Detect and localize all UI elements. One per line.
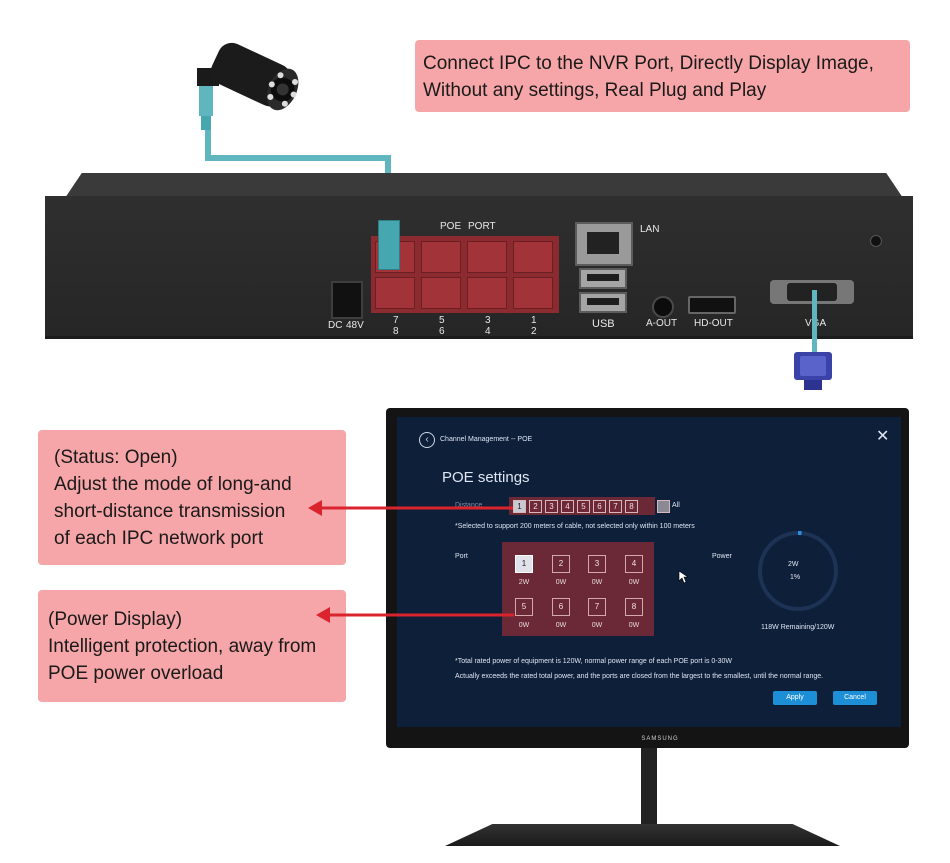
camera-cable <box>205 106 211 161</box>
arrow-power-icon <box>316 607 514 623</box>
poe-port-watt: 0W <box>628 579 640 586</box>
port-number: 4 <box>485 326 491 337</box>
poe-port-cell[interactable]: 1 <box>515 555 533 573</box>
callout-status: (Status: Open) Adjust the mode of long-a… <box>38 430 346 565</box>
voltage-label: 48V <box>346 320 364 331</box>
poe-port <box>513 277 553 309</box>
aout-label: A-OUT <box>646 318 678 329</box>
poe-port <box>513 241 553 273</box>
callout-line: (Status: Open) <box>54 447 178 468</box>
callout-line: (Power Display) <box>48 609 183 630</box>
poe-port-cell[interactable]: 7 <box>588 598 606 616</box>
port-label: PORT <box>468 221 496 232</box>
nvr-top-cover <box>65 173 903 198</box>
channel-checkbox[interactable]: 3 <box>545 500 558 513</box>
monitor-brand: SAMSUNG <box>641 736 679 742</box>
usb-port <box>579 268 627 289</box>
poe-port-watt: 0W <box>555 622 567 629</box>
poe-port-watt: 2W <box>518 579 530 586</box>
channel-checkbox[interactable]: 7 <box>609 500 622 513</box>
callout-line: Connect IPC to the NVR Port, Directly Di… <box>423 53 874 74</box>
monitor-stand-base <box>445 824 840 846</box>
port-number: 3 <box>485 315 491 326</box>
callout-line: short-distance transmission <box>54 501 286 522</box>
distance-note: *Selected to support 200 meters of cable… <box>455 523 695 530</box>
port-number: 8 <box>393 326 399 337</box>
power-button-icon <box>870 235 882 247</box>
power-value: 2W <box>788 561 799 568</box>
hdmi-port <box>688 296 736 314</box>
port-number: 2 <box>531 326 537 337</box>
all-label: All <box>672 502 680 509</box>
ip-camera-icon <box>197 42 299 130</box>
poe-label: POE <box>440 221 462 232</box>
channel-checkbox[interactable]: 8 <box>625 500 638 513</box>
page-title: POE settings <box>442 469 530 486</box>
usb-port <box>579 292 627 313</box>
port-section-label: Port <box>455 553 468 560</box>
breadcrumb: Channel Management -- POE <box>440 436 533 443</box>
poe-port-cell[interactable]: 3 <box>588 555 606 573</box>
channel-checkbox[interactable]: 5 <box>577 500 590 513</box>
cancel-button[interactable]: Cancel <box>833 691 877 705</box>
channel-checkbox[interactable]: 2 <box>529 500 542 513</box>
callout-line: POE power overload <box>48 663 224 684</box>
poe-port-watt: 0W <box>555 579 567 586</box>
poe-port-cell[interactable]: 5 <box>515 598 533 616</box>
poe-port-watt: 0W <box>628 622 640 629</box>
callout-line: Intelligent protection, away from <box>48 636 317 657</box>
channel-checkbox[interactable]: 6 <box>593 500 606 513</box>
channel-checkbox[interactable]: 1 <box>513 500 526 513</box>
power-remaining: 118W Remaining/120W <box>761 624 835 631</box>
poe-port <box>421 241 461 273</box>
callout-power: (Power Display) Intelligent protection, … <box>38 590 346 702</box>
dc-label: DC <box>328 320 343 331</box>
callout-line: Without any settings, Real Plug and Play <box>423 80 767 101</box>
poe-port-cell[interactable]: 2 <box>552 555 570 573</box>
port-number: 6 <box>439 326 445 337</box>
dc-power-jack <box>331 281 363 319</box>
hdout-label: HD-OUT <box>694 318 733 329</box>
poe-port-block <box>371 236 559 313</box>
channel-checkbox[interactable]: 4 <box>561 500 574 513</box>
lan-label: LAN <box>640 224 660 235</box>
poe-port <box>375 277 415 309</box>
apply-button[interactable]: Apply <box>773 691 817 705</box>
arrow-status-icon <box>308 500 513 516</box>
back-icon[interactable]: ‹ <box>419 432 435 448</box>
poe-port-cell[interactable]: 6 <box>552 598 570 616</box>
rj45-plug <box>378 220 400 270</box>
distance-label: Distance <box>455 502 483 509</box>
callout-line: Adjust the mode of long-and <box>54 474 292 495</box>
port-number: 5 <box>439 315 445 326</box>
power-note: *Total rated power of equipment is 120W,… <box>455 658 733 665</box>
callout-line: of each IPC network port <box>54 528 264 549</box>
poe-port-cell[interactable]: 4 <box>625 555 643 573</box>
poe-port <box>467 277 507 309</box>
camera-cable <box>205 155 391 161</box>
power-section-label: Power <box>712 553 732 560</box>
power-percent: 1% <box>790 574 801 581</box>
vga-cable <box>812 290 817 352</box>
port-number: 1 <box>531 315 537 326</box>
port-number: 7 <box>393 315 399 326</box>
close-icon[interactable]: ✕ <box>876 428 890 445</box>
usb-label: USB <box>592 318 615 330</box>
monitor-stand <box>641 748 657 826</box>
lan-port <box>575 222 633 266</box>
audio-out-jack <box>652 296 674 318</box>
mouse-cursor-icon <box>678 570 688 584</box>
all-checkbox[interactable] <box>657 500 670 513</box>
poe-port-watt: 0W <box>591 579 603 586</box>
poe-port <box>421 277 461 309</box>
poe-port <box>467 241 507 273</box>
callout-plug-and-play: Connect IPC to the NVR Port, Directly Di… <box>415 40 910 112</box>
power-note: Actually exceeds the rated total power, … <box>455 673 824 680</box>
poe-port-watt: 0W <box>518 622 530 629</box>
poe-port-watt: 0W <box>591 622 603 629</box>
poe-port-cell[interactable]: 8 <box>625 598 643 616</box>
power-usage-ring <box>758 531 838 611</box>
vga-plug-icon <box>794 352 832 390</box>
